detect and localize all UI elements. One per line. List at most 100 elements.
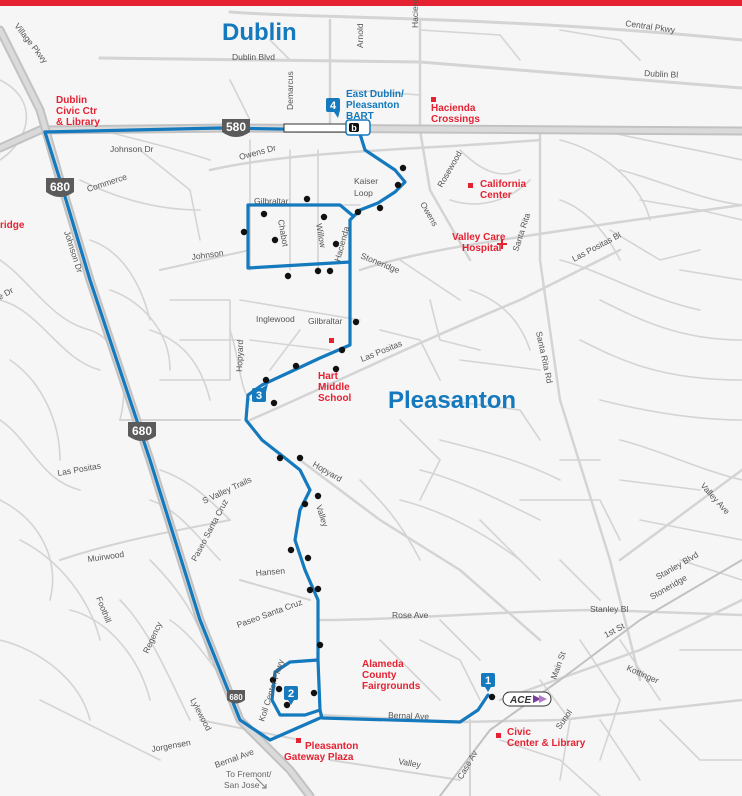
poi-gateway-plaza: Pleasanton Gateway Plaza [284, 738, 358, 763]
street-label: 1st St [602, 620, 626, 639]
bus-stop[interactable] [269, 676, 277, 684]
timepoint-label: 2 [288, 688, 294, 700]
street-label: Loop [354, 188, 373, 198]
bus-stop[interactable] [262, 376, 270, 384]
poi-marker [431, 97, 436, 102]
street-label: Arnold [355, 23, 365, 48]
bus-stop[interactable] [283, 701, 291, 709]
bus-stop[interactable] [292, 362, 300, 370]
poi-civic-center: Civic Center & Library [496, 727, 586, 749]
bus-stop[interactable] [314, 585, 322, 593]
bus-stop[interactable] [394, 181, 402, 189]
poi-dublin-civic: Dublin Civic Ctr & Library [56, 95, 100, 128]
poi-hacienda-crossings: Hacienda Crossings [431, 97, 480, 125]
street-label: Hansen [255, 565, 285, 578]
poi-label: Gateway Plaza [284, 752, 354, 763]
bus-stop[interactable] [399, 164, 407, 172]
poi-label: Alameda [362, 659, 404, 670]
bus-stop[interactable] [287, 546, 295, 554]
poi-label: Dublin [56, 95, 87, 106]
poi-label: & Library [56, 117, 100, 128]
street-label: Jorgensen [151, 737, 192, 754]
bart-label: Pleasanton [346, 100, 399, 111]
i680-shield-north: 680 [46, 178, 74, 197]
poi-california-center: California Center [468, 179, 527, 201]
bus-stop[interactable] [303, 195, 311, 203]
top-accent-bar [0, 0, 742, 6]
street-label: Willow [314, 223, 328, 250]
bus-stop[interactable] [304, 554, 312, 562]
timepoint-2[interactable]: 2 [284, 686, 298, 705]
destination-label: To Fremont/ San Jose [224, 769, 272, 790]
i580-label: 580 [226, 120, 246, 134]
ace-label: ACE [509, 695, 531, 706]
street-label: Johnson Dr [110, 144, 154, 154]
poi-marker [468, 183, 473, 188]
street-label: Valley [314, 504, 331, 529]
street-label: Lylewood [188, 696, 214, 732]
bus-stop[interactable] [301, 500, 309, 508]
bus-stop[interactable] [326, 267, 334, 275]
destination-line: San Jose [224, 780, 260, 790]
street-label: Case Av [455, 748, 480, 781]
i680-shield-south: 680 [227, 690, 245, 704]
poi-label: County [362, 670, 397, 681]
bus-stop[interactable] [314, 492, 322, 500]
timepoint-4[interactable]: 4 [326, 98, 340, 118]
street-label: Gilbraltar [308, 316, 343, 326]
street-label: Bernal Ave [213, 746, 255, 769]
street-label: Muirwood [87, 549, 125, 564]
street-label: Demarcus [285, 71, 295, 110]
bus-stop[interactable] [332, 365, 340, 373]
bus-stop[interactable] [270, 399, 278, 407]
poi-label: Hacienda [431, 103, 476, 114]
bus-stop[interactable] [296, 454, 304, 462]
timepoint-3[interactable]: 3 [252, 384, 268, 402]
bus-stop[interactable] [332, 240, 340, 248]
street-label: Kaiser [354, 176, 378, 186]
bus-stop[interactable] [310, 689, 318, 697]
bus-stop[interactable] [338, 346, 346, 354]
bus-stop[interactable] [316, 641, 324, 649]
bus-stop[interactable] [260, 210, 268, 218]
street-label: Hopyard [234, 339, 245, 372]
bus-route [43, 126, 490, 742]
bus-stop[interactable] [488, 693, 496, 701]
bart-station[interactable]: b East Dublin/ Pleasanton BART [283, 89, 404, 136]
street-label: Kottinger [625, 663, 660, 686]
poi-label: Middle [318, 382, 350, 393]
ace-station[interactable]: ACE [502, 691, 552, 707]
bus-stop[interactable] [314, 267, 322, 275]
bus-stop[interactable] [284, 272, 292, 280]
i580-shield: 580 [222, 119, 250, 137]
poi-valley-care: Valley Care Hospital [452, 232, 507, 254]
city-label-dublin: Dublin [222, 19, 297, 46]
bus-stop[interactable] [271, 236, 279, 244]
street-label: ridge [0, 220, 25, 231]
bus-stop[interactable] [352, 318, 360, 326]
street-label: Bernal Ave [388, 710, 430, 721]
street-label: Paseo Santa Cruz [189, 497, 230, 563]
destination-line: To Fremont/ [226, 769, 272, 779]
poi-marker [296, 738, 301, 743]
bus-stop[interactable] [320, 213, 328, 221]
i680-mid-label: 680 [132, 424, 152, 438]
bus-stop[interactable] [306, 586, 314, 594]
street-label: Foothill [94, 595, 114, 624]
bus-stop[interactable] [376, 204, 384, 212]
poi-label: School [318, 393, 352, 404]
bus-stops [240, 164, 496, 709]
poi-marker [329, 338, 334, 343]
bus-stop[interactable] [276, 454, 284, 462]
bus-stop[interactable] [354, 208, 362, 216]
street-label: Dublin Blvd [232, 52, 275, 62]
street-label: Santa Rita [510, 212, 532, 253]
street-label: Chabot [276, 219, 291, 248]
street-label: Stoneridge [648, 572, 689, 601]
timepoint-1[interactable]: 1 [481, 673, 495, 692]
street-label: Rosewood [435, 149, 464, 189]
bus-stop[interactable] [240, 228, 248, 236]
bus-stop[interactable] [275, 685, 283, 693]
